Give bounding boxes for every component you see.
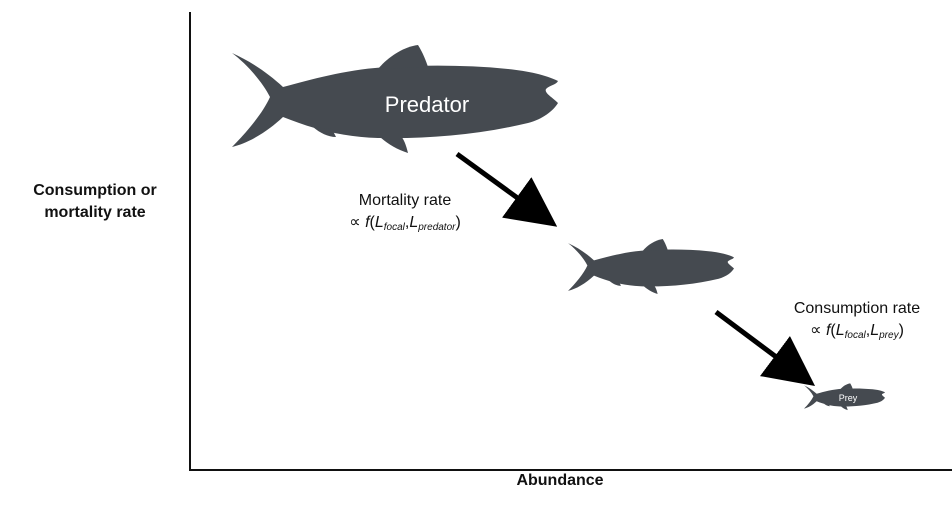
y-axis-label: Consumption or mortality rate: [20, 180, 170, 224]
mortality-rate-caption: Mortality rate ∝ f(Lfocal,Lpredator): [300, 190, 510, 239]
mortality-rate-title: Mortality rate: [300, 190, 510, 212]
consumption-rate-title: Consumption rate: [772, 298, 942, 320]
consumption-rate-formula: ∝ f(Lfocal,Lprey): [772, 320, 942, 347]
consumption-rate-caption: Consumption rate ∝ f(Lfocal,Lprey): [772, 298, 942, 347]
prey-label: Prey: [839, 393, 858, 403]
x-axis-label: Abundance: [480, 472, 640, 490]
predator-label: Predator: [385, 92, 469, 117]
mortality-rate-formula: ∝ f(Lfocal,Lpredator): [300, 212, 510, 239]
focal-fish: [568, 239, 734, 294]
